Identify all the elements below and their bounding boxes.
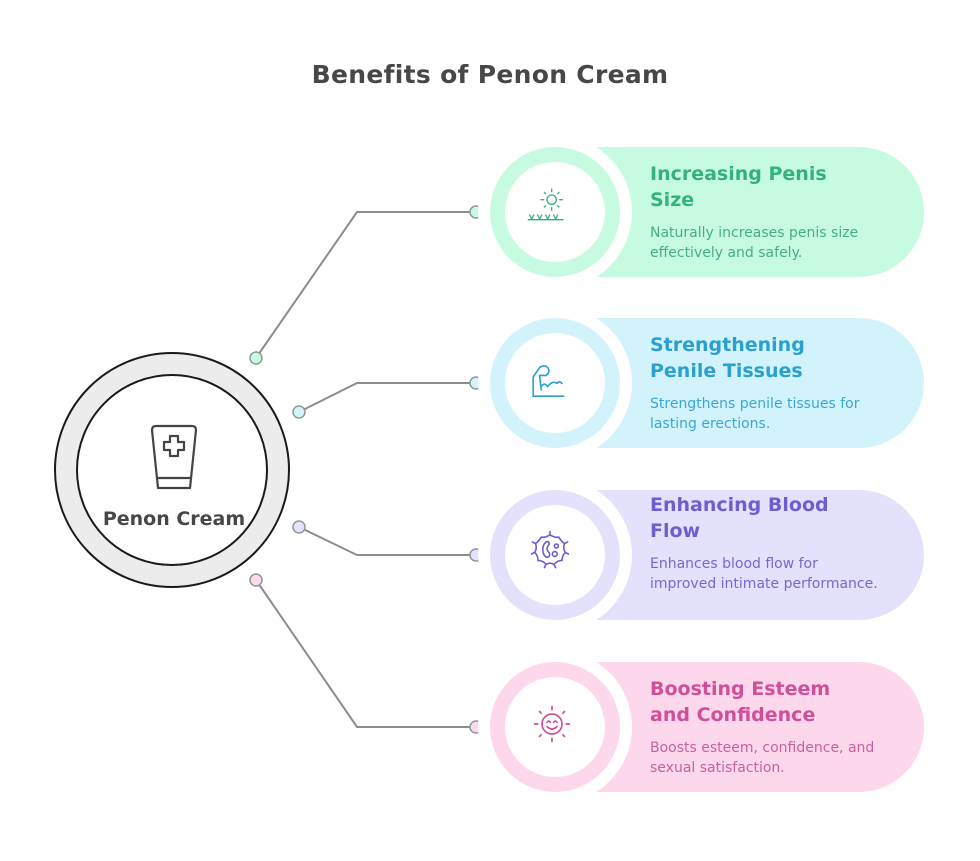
benefit-description: Strengthens penile tissues for lasting e…	[650, 396, 860, 432]
benefit-description: Boosts esteem, confidence, and sexual sa…	[650, 740, 875, 776]
benefit-description: Naturally increases penis size effective…	[650, 225, 859, 261]
flexed-bicep-icon	[532, 365, 565, 398]
connector-4	[255, 579, 476, 728]
connector-dot	[292, 405, 306, 419]
connector-dot	[292, 520, 306, 534]
blood-cell-icon	[530, 530, 570, 569]
connector-dot	[249, 351, 263, 365]
connector-dot	[249, 573, 263, 587]
connector-2	[298, 382, 476, 413]
central-hub: Penon Cream	[54, 352, 290, 588]
hub-label: Penon Cream	[102, 508, 246, 530]
diagram-title: Benefits of Penon Cream	[311, 60, 669, 89]
connector-1	[255, 211, 476, 359]
connector-3	[298, 526, 476, 556]
sun-grass-growth-icon	[527, 188, 564, 221]
cream-tube-icon	[150, 424, 198, 490]
smiling-sun-icon	[533, 705, 571, 743]
benefit-description: Enhances blood flow for improved intimat…	[650, 556, 878, 592]
